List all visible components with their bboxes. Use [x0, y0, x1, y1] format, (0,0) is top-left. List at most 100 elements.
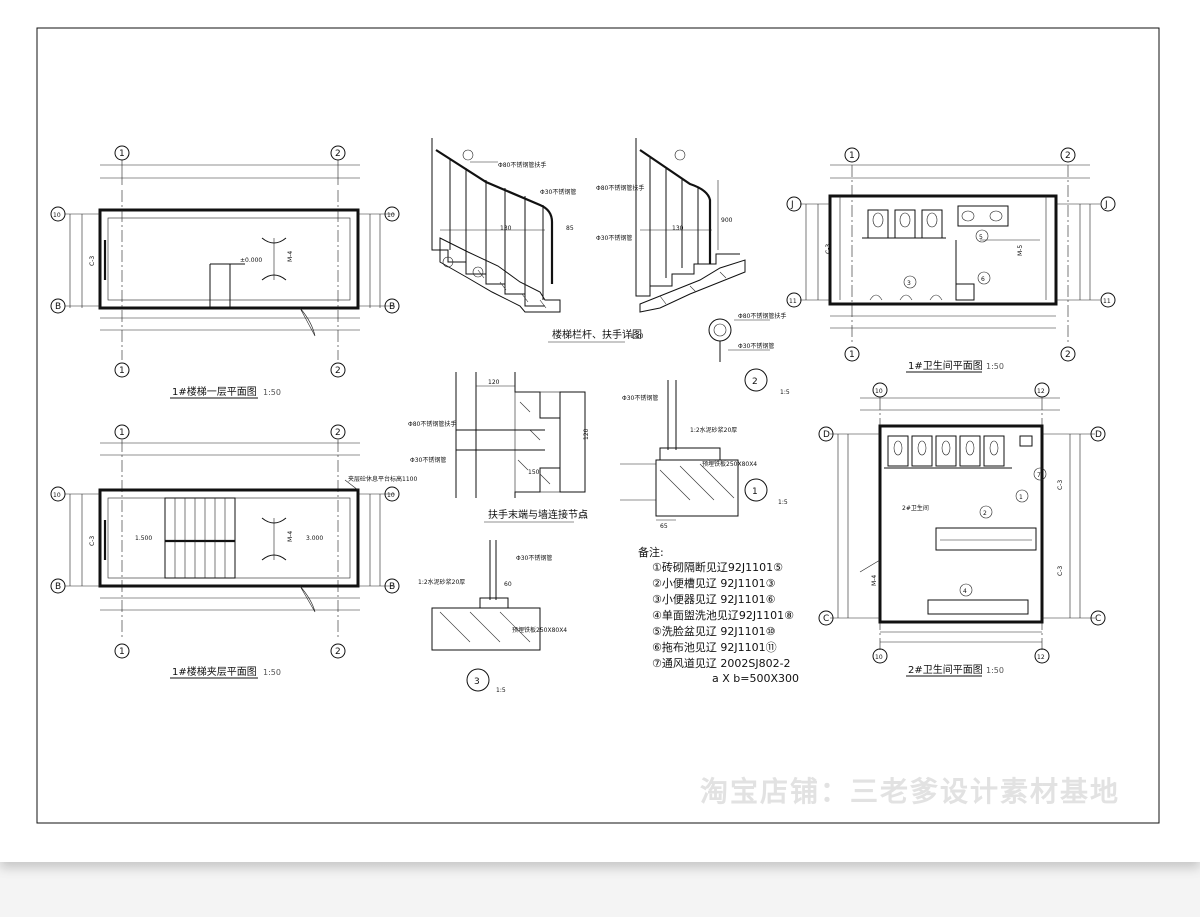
window-label: C-3 [1057, 480, 1064, 490]
fixture-marker: 5 [979, 234, 983, 241]
detail-scale: 1:5 [780, 389, 790, 396]
detail-3: Φ30不锈钢管 1:2水泥砂浆20厚 预埋铁板250X80X4 60 3 1:5 [418, 540, 567, 694]
note-item: ③小便器见辽 92J1101⑥ [652, 593, 776, 606]
detail-scale: 1:20 [630, 333, 644, 340]
axis-label: 1 [119, 428, 125, 438]
mezzanine-note: 夹层砼休息平台标高1100 [348, 475, 417, 483]
callout-plate: 预埋铁板250X80X4 [512, 626, 567, 634]
axis-label: D [1095, 430, 1102, 440]
note-item: ①砖砌隔断见辽92J1101⑤ [652, 560, 783, 574]
detail-scale: 1:5 [778, 499, 788, 506]
dim-label: 130 [500, 225, 512, 232]
window-label: C-3 [1057, 566, 1064, 576]
note-item: ⑦通风道见辽 2002SJ802-2 [652, 656, 791, 670]
axis-label: 10 [387, 212, 395, 219]
fixture-marker: 1 [1019, 494, 1023, 501]
window-label: C-3 [825, 244, 832, 254]
axis-label: C [1095, 614, 1101, 624]
fixture-marker: 2 [983, 510, 987, 517]
note-item: a X b=500X300 [712, 672, 799, 685]
stair-mezzanine-plan: 1 2 1 2 10 B 10 B 1.500 3.000 C-3 M-4 夹层… [50, 424, 417, 679]
axis-label: 2 [335, 149, 341, 159]
detail-scale: 1:5 [578, 513, 588, 520]
axis-label: 2 [335, 366, 341, 376]
detail-scale: 1:5 [496, 687, 506, 694]
door-label: M-4 [287, 251, 294, 262]
plan-scale: 1:50 [263, 668, 281, 677]
callout-phi80: Φ80不锈钢管扶手 [738, 312, 786, 320]
plan-scale: 1:50 [986, 666, 1004, 675]
detail-title: 扶手末端与墙连接节点 [488, 508, 588, 521]
fixture-marker: 7 [1037, 472, 1041, 479]
cad-drawing: 1 2 1 2 10 B 10 B ±0.000 C-3 M-4 1#楼梯一层平… [36, 27, 1160, 824]
callout-phi30: Φ30不锈钢管 [540, 188, 576, 196]
axis-label: D [823, 430, 830, 440]
door-label: M-4 [871, 575, 878, 586]
plan-scale: 1:50 [263, 388, 281, 397]
plan-title: 1#卫生间平面图 [908, 359, 983, 372]
fixture-marker: 6 [981, 276, 985, 283]
axis-label: 1 [849, 151, 855, 161]
detail-1: 65 Φ30不锈钢管 1:2水泥砂浆20厚 预埋铁板250X80X4 1 1:5 [620, 380, 788, 530]
callout-phi30: Φ30不锈钢管 [622, 394, 658, 402]
axis-label: 11 [789, 298, 797, 305]
callout-phi30: Φ30不锈钢管 [516, 554, 552, 562]
sheet-border [36, 27, 1160, 824]
window-label: C-3 [89, 536, 96, 546]
callout-phi30: Φ30不锈钢管 [410, 456, 446, 464]
plan-title: 1#楼梯一层平面图 [172, 385, 257, 398]
note-item: ④单面盥洗池见辽92J1101⑧ [652, 609, 794, 622]
detail-number: 1 [752, 487, 758, 497]
stair-first-floor-plan: 1 2 1 2 10 B 10 B ±0.000 C-3 M-4 1#楼梯一层平… [50, 145, 400, 399]
callout-phi80: Φ80不锈钢管扶手 [498, 161, 546, 169]
dim-label: 130 [672, 225, 684, 232]
plan-title: 1#楼梯夹层平面图 [172, 665, 257, 678]
watermark: 淘宝店铺：三老爹设计素材基地 [700, 775, 1121, 808]
axis-label: 1 [119, 149, 125, 159]
door-label: M-5 [1017, 245, 1024, 256]
axis-label: 10 [53, 212, 61, 219]
callout-phi80: Φ80不锈钢管扶手 [596, 184, 644, 192]
dim-label: 85 [566, 225, 574, 232]
detail-number: 2 [752, 377, 758, 387]
axis-label: 10 [387, 492, 395, 499]
note-item: ⑤洗脸盆见辽 92J1101⑩ [652, 624, 776, 638]
detail-number: 3 [474, 677, 480, 687]
callout-mortar: 1:2水泥砂浆20厚 [418, 578, 465, 586]
door-label: M-4 [287, 531, 294, 542]
callout-phi30: Φ30不锈钢管 [596, 234, 632, 242]
axis-label: B [55, 302, 61, 312]
axis-label: C [823, 614, 829, 624]
axis-label: 10 [53, 492, 61, 499]
handrail-end-detail: 120 150 120 Φ80不锈钢管扶手 Φ30不锈钢管 扶手末端与墙连接节点… [408, 372, 590, 523]
railing-detail: Φ80不锈钢管扶手 Φ30不锈钢管 130 85 900 Φ80不锈钢管扶手 Φ… [431, 138, 790, 396]
toilet-1-plan: 1 2 1 2 J 11 J 11 5 6 3 C-3 M-5 1#卫生间平面图… [786, 147, 1116, 373]
window-label: C-3 [89, 256, 96, 266]
dim-label: 65 [660, 523, 668, 530]
callout-phi80: Φ80不锈钢管扶手 [408, 420, 456, 428]
dim-label: 120 [583, 428, 590, 440]
axis-label: 12 [1037, 388, 1045, 395]
notes-heading: 备注: [638, 545, 664, 559]
fixture-marker: 3 [907, 280, 911, 287]
callout-phi30: Φ30不锈钢管 [738, 342, 774, 350]
note-item: ②小便槽见辽 92J1101③ [652, 577, 776, 590]
axis-label: 2 [335, 647, 341, 657]
drawing-sheet: 1 2 1 2 10 B 10 B ±0.000 C-3 M-4 1#楼梯一层平… [36, 27, 1160, 824]
axis-label: 10 [875, 388, 883, 395]
plan-scale: 1:50 [986, 362, 1004, 371]
level-mark: 3.000 [306, 535, 323, 542]
axis-label: J [1104, 200, 1108, 210]
dim-label: 150 [528, 469, 540, 476]
axis-label: 11 [1103, 298, 1111, 305]
note-item: ⑥拖布池见辽 92J1101⑪ [652, 640, 777, 654]
axis-label: 1 [119, 647, 125, 657]
dim-label: 60 [504, 581, 512, 588]
level-mark: ±0.000 [240, 257, 262, 264]
callout-plate: 预埋铁板250X80X4 [702, 460, 757, 468]
dim-label: 900 [721, 217, 733, 224]
axis-label: 12 [1037, 654, 1045, 661]
axis-label: 1 [119, 366, 125, 376]
dim-label: 120 [488, 379, 500, 386]
axis-label: J [790, 200, 794, 210]
